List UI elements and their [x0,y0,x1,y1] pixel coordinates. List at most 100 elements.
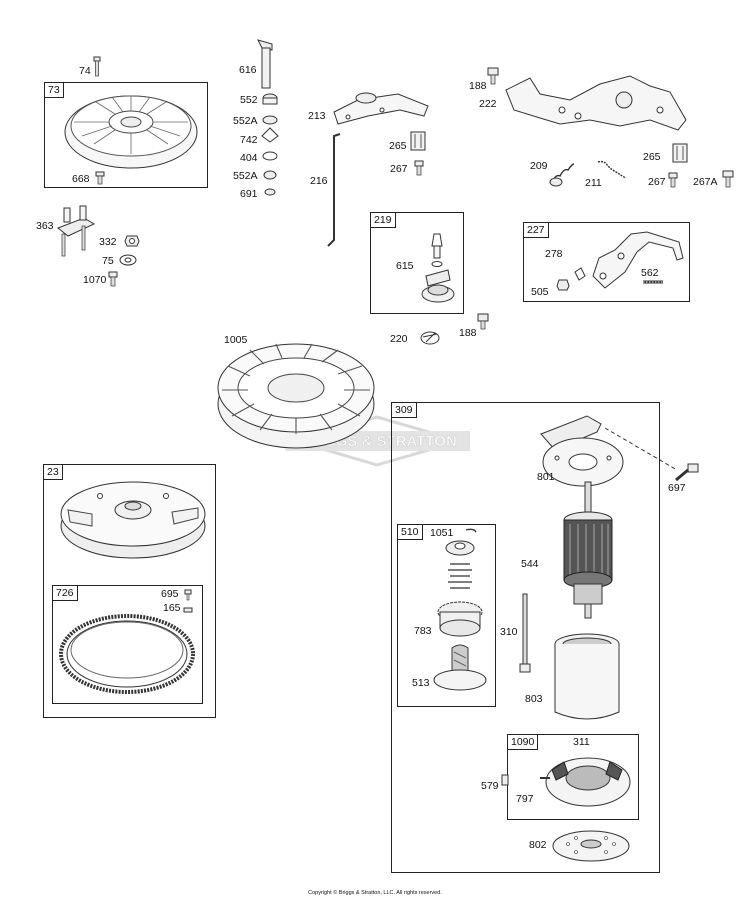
part-label: 75 [102,255,114,267]
part-label: 311 [573,736,590,748]
part-label: 332 [99,236,117,248]
group-box-23: 23 [43,464,216,718]
part-label: 74 [79,65,91,77]
part-label: 265 [643,151,661,163]
part-188-screw [487,67,499,85]
part-579 [501,774,509,786]
part-label: 267 [390,163,408,175]
part-802-end-cap [552,830,630,862]
part-363-bracket [57,205,96,257]
part-267-screw-right [668,172,678,188]
part-211-spring [597,160,627,179]
group-box-1090: 1090 [507,734,639,820]
group-number: 1090 [508,735,539,750]
part-label: 222 [479,98,497,110]
group-number: 227 [524,223,549,238]
part-label: 165 [163,602,181,614]
part-616-governor-shaft-stack [257,39,279,196]
part-label: 802 [529,839,547,851]
part-label: 1005 [224,334,248,346]
part-1090-brush-plate [540,757,631,807]
part-220 [420,331,440,345]
group-number: 510 [398,525,423,540]
group-box-227: 227 [523,222,690,302]
part-label: 505 [531,286,549,298]
part-222-control-bracket [505,75,687,131]
part-label: 579 [481,780,499,792]
part-label: 310 [500,626,518,638]
part-label: 267 [648,176,666,188]
part-label: 404 [240,152,258,164]
part-label: 188 [459,327,477,339]
part-510-drive-assembly [433,528,487,691]
part-label: 562 [641,267,659,279]
part-216-link-rod [327,133,341,247]
part-label: 552 [240,94,258,106]
part-213-bracket [333,92,429,125]
part-label: 742 [240,134,258,146]
part-267-screw [414,160,424,176]
part-23-flywheel [60,481,206,559]
part-label: 220 [390,333,408,345]
part-label: 783 [414,625,432,637]
part-697-bolt [675,463,699,482]
part-label: 278 [545,248,563,260]
part-label: 615 [396,260,414,272]
part-695-165-hardware [183,589,193,613]
part-label: 213 [308,110,326,122]
part-label: 801 [537,471,555,483]
group-box-219: 219 [370,212,464,314]
part-801-end-bracket [540,415,624,487]
group-box-309: 309 [391,402,660,873]
part-label: 544 [521,558,539,570]
leader-line-697 [604,427,678,471]
part-label: 797 [516,793,534,805]
part-label: 552A [233,170,258,182]
part-label: 803 [525,693,543,705]
part-label: 1070 [83,274,107,286]
part-265-clip-right [672,143,688,163]
part-73-rotating-screen [64,95,198,169]
group-box-73: 73 [44,82,208,188]
group-number: 726 [53,586,78,601]
part-label: 695 [161,588,179,600]
part-1070-screw [108,271,118,287]
part-label: 267A [693,176,718,188]
group-box-726: 726 [52,585,203,704]
part-227-group-parts [556,231,684,291]
group-box-510: 510 [397,524,496,707]
part-label: 616 [239,64,257,76]
part-label: 209 [530,160,548,172]
part-544-armature [563,481,613,619]
part-label: 188 [469,80,487,92]
part-615-group-219-parts [421,233,455,303]
part-label: 691 [240,188,258,200]
copyright-notice: Copyright © Briggs & Stratton, LLC. All … [308,890,442,896]
part-803-motor-housing [554,633,620,720]
part-label: 513 [412,677,430,689]
part-75-washer [119,254,137,266]
part-265-clip [410,131,426,151]
part-label: 1051 [430,527,454,539]
part-label: 265 [389,140,407,152]
part-label: 211 [585,177,602,189]
part-726-ring-gear [59,614,195,694]
part-668-screw [95,171,105,185]
part-label: 668 [72,173,90,185]
group-number: 219 [371,213,396,228]
part-label: 552A [233,115,258,127]
part-74-screw [93,56,101,77]
part-label: 697 [668,482,686,494]
part-332-nut [124,235,140,247]
part-1005-flywheel-fan [217,343,375,449]
group-number: 309 [392,403,417,418]
group-number: 23 [44,465,63,480]
part-267a-screw [722,170,734,188]
part-209-spring [549,163,575,187]
group-number: 73 [45,83,64,98]
part-label: 363 [36,220,54,232]
part-310-through-bolt [519,593,531,673]
part-label: 216 [310,175,328,187]
part-188-screw-lower [477,313,489,330]
